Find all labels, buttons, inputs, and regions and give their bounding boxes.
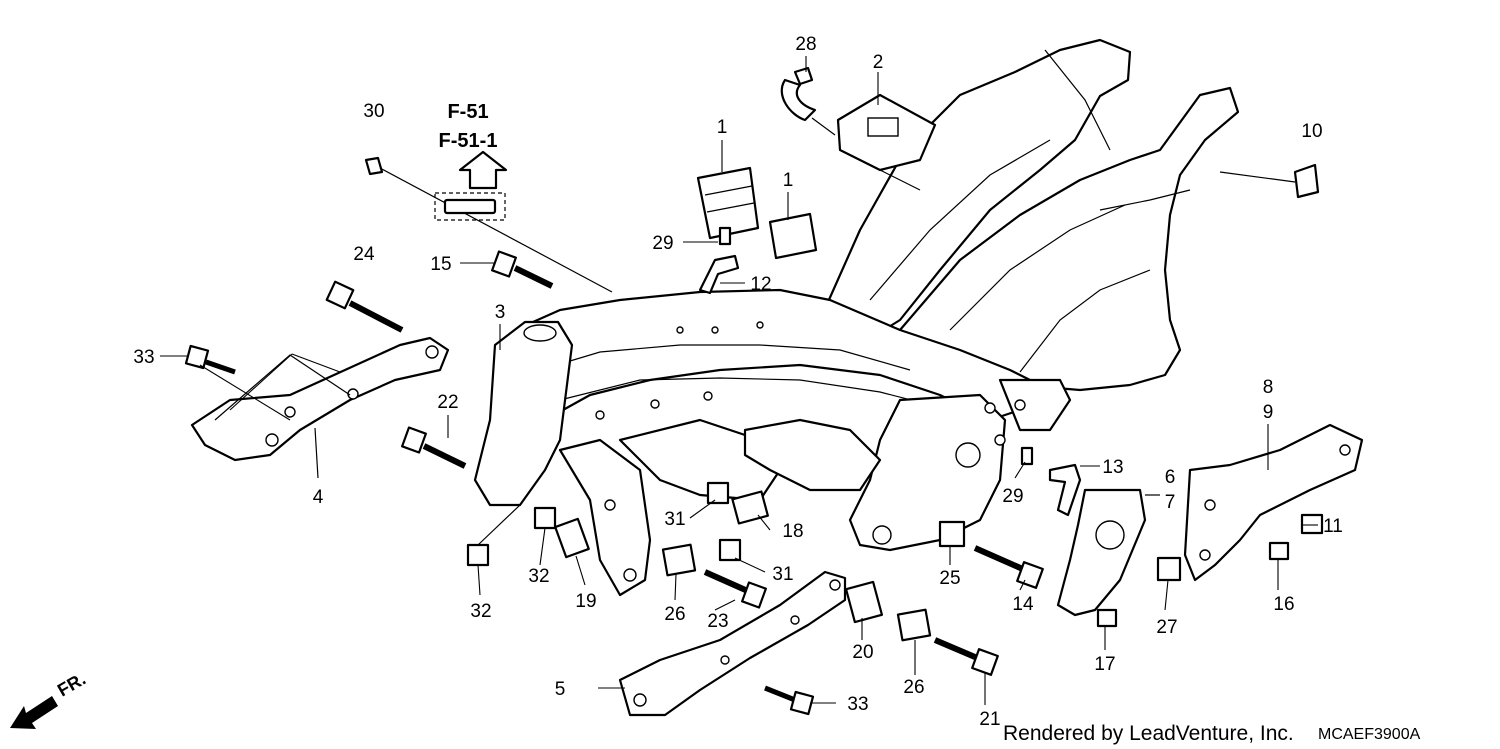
callout-4: 4 — [313, 487, 324, 508]
part-29-bolt-lower — [1020, 446, 1034, 466]
callout-18: 18 — [782, 521, 803, 542]
callout-11: 11 — [1323, 516, 1343, 537]
callout-19: 19 — [575, 591, 596, 612]
part-33-bolt-upper — [184, 344, 236, 375]
callout-9: 9 — [1263, 402, 1274, 423]
callout-20: 20 — [852, 642, 873, 663]
part-10-cap — [1219, 163, 1320, 199]
up-arrow-icon — [458, 150, 508, 190]
callout-3: 3 — [495, 302, 506, 323]
main-frame-body — [473, 38, 1240, 597]
callout-10: 10 — [1301, 121, 1322, 142]
callout-24: 24 — [353, 244, 375, 265]
callout-29-lower: 29 — [1002, 486, 1023, 507]
part-1-rubber-mount-lower — [768, 212, 818, 260]
part-19-collar — [554, 517, 590, 559]
callout-1-upper: 1 — [717, 117, 728, 138]
part-1-rubber-mount-upper — [696, 166, 760, 240]
callout-28: 28 — [795, 34, 816, 55]
part-8-9-cover — [1183, 423, 1364, 582]
callout-21: 21 — [979, 709, 1000, 730]
callout-23: 23 — [707, 611, 728, 632]
credit-text: Rendered by LeadVenture, Inc. — [1003, 722, 1294, 745]
callout-2: 2 — [873, 52, 884, 73]
callout-27: 27 — [1156, 617, 1177, 638]
part-11-grommet — [1300, 513, 1324, 535]
part-6-7-side-plate — [1056, 488, 1160, 617]
part-31-nut-a — [706, 481, 730, 505]
direction-label: FR. — [54, 669, 89, 701]
callout-1-lower: 1 — [783, 170, 794, 191]
callout-5: 5 — [555, 679, 566, 700]
part-26-nut-b — [896, 608, 932, 642]
reference-label-f51-1: F-51-1 — [439, 130, 498, 152]
callout-30: 30 — [363, 101, 384, 122]
callout-26-upper: 26 — [664, 604, 685, 625]
part-28-clamp-band — [780, 66, 836, 136]
callout-33-lower: 33 — [847, 694, 868, 715]
callout-32-lower: 32 — [470, 601, 491, 622]
leader-lines — [160, 56, 1318, 705]
callout-29-upper: 29 — [652, 233, 673, 254]
part-32-nut-b — [466, 504, 521, 567]
front-direction-arrow-icon: FR. — [10, 669, 89, 729]
part-21-bolt — [933, 637, 999, 676]
part-32-nut-a — [533, 506, 557, 530]
callout-7: 7 — [1165, 492, 1176, 513]
part-25-nut — [938, 520, 966, 548]
callout-17: 17 — [1094, 654, 1115, 675]
part-24-bolt — [325, 280, 404, 333]
reference-plate — [434, 192, 506, 221]
part-5-engine-hanger-lower — [618, 570, 847, 717]
part-27-nut — [1156, 556, 1182, 582]
callout-25: 25 — [939, 568, 960, 589]
part-13-clip — [1048, 463, 1082, 517]
callout-13: 13 — [1102, 457, 1123, 478]
callout-labels: 28 2 30 1 1 10 29 24 15 12 3 33 8 9 22 1… — [133, 34, 1342, 730]
part-29-bolt-upper — [718, 226, 732, 246]
part-14-bolt — [973, 545, 1044, 589]
callout-32-upper: 32 — [528, 566, 549, 587]
callout-22: 22 — [437, 392, 458, 413]
part-23-bolt — [703, 569, 767, 609]
callout-15: 15 — [430, 254, 451, 275]
callout-6: 6 — [1165, 467, 1176, 488]
callout-8: 8 — [1263, 377, 1274, 398]
callout-12: 12 — [750, 274, 771, 295]
part-17-screw — [1096, 608, 1118, 628]
part-31-nut-b — [718, 538, 742, 562]
part-33-bolt-lower — [764, 685, 815, 716]
part-22-bolt — [401, 426, 467, 469]
part-16-screw — [1268, 541, 1290, 561]
callout-26-lower: 26 — [903, 677, 924, 698]
callout-31-upper: 31 — [664, 509, 685, 530]
part-2-bracket-tray — [836, 93, 937, 191]
diagram-code: MCAEF3900A — [1318, 726, 1421, 743]
part-4-engine-hanger-arm — [190, 336, 450, 479]
part-30-screw — [364, 156, 613, 293]
part-15-bolt — [491, 250, 554, 289]
part-12-clip — [698, 254, 740, 295]
callout-33-upper: 33 — [133, 347, 154, 368]
callout-16: 16 — [1273, 594, 1294, 615]
part-26-nut-a — [661, 543, 697, 577]
callout-14: 14 — [1012, 594, 1034, 615]
part-20-collar — [844, 580, 884, 624]
callout-31-lower: 31 — [772, 564, 793, 585]
reference-label-f51: F-51 — [447, 101, 488, 123]
